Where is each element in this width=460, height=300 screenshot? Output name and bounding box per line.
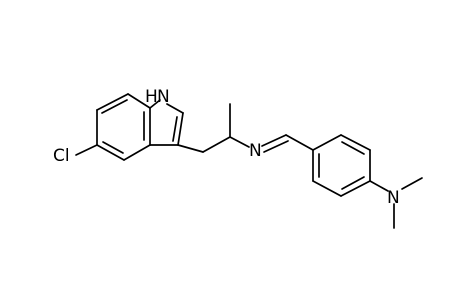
bond-ar2-ar3-inner: [341, 141, 365, 155]
bond-c3a-c4: [123, 144, 151, 161]
atom-labels: H N Cl N N: [53, 87, 400, 208]
imine-nitrogen-label: N: [249, 141, 262, 161]
bond-c2-c3: [177, 112, 184, 146]
bond-c4-c5b: [96, 144, 125, 161]
bond-ch-aryl: [285, 134, 314, 151]
bond-c7-c7a: [127, 93, 151, 109]
bond-c2-c3-inner: [172, 116, 178, 142]
bond-c4-c5b-inner: [102, 141, 124, 154]
bond-ar2-ar3: [340, 134, 371, 151]
bond-ch-n: [229, 136, 250, 148]
chlorine-label: Cl: [53, 146, 70, 166]
nh-hydrogen-label: H: [145, 87, 158, 107]
bond-ar5-ar6: [312, 180, 342, 197]
bond-ar1-ar2: [312, 134, 342, 151]
bond-c3-ch2: [177, 144, 204, 153]
bond-c5-cl: [75, 144, 98, 156]
bond-c7a-n1: [149, 99, 161, 109]
bond-ar4-ar5: [340, 180, 371, 197]
bond-ar4-n: [369, 180, 389, 192]
bond-c6-c7-inner: [101, 99, 128, 114]
bond-ar4-ar5-inner: [341, 176, 365, 190]
bond-n-ch-imine-inner: [263, 140, 289, 153]
bond-n-methyl-up: [401, 177, 423, 190]
nh-nitrogen-label: N: [157, 87, 170, 107]
bond-c6-c7: [96, 93, 129, 111]
bonds: [75, 93, 423, 229]
bond-n1-c2: [166, 103, 184, 114]
amine-nitrogen-label: N: [387, 188, 400, 208]
bond-n-ch-imine: [261, 134, 287, 147]
bond-ch2-ch: [202, 136, 231, 153]
